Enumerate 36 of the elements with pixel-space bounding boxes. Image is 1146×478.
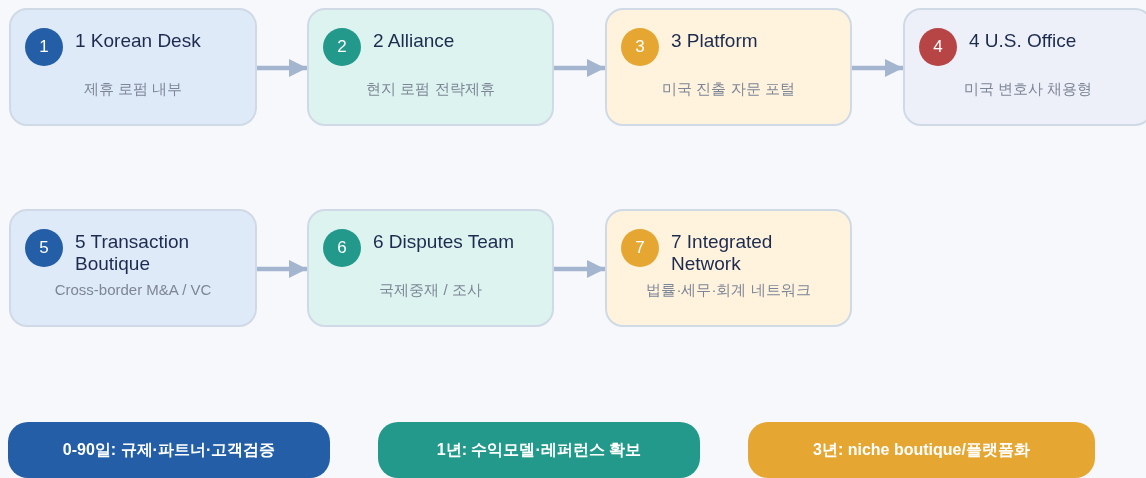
number-badge: 7 [621, 229, 659, 267]
step-card [307, 8, 554, 126]
step-card [307, 209, 554, 327]
card-subtitle: 제휴 로펌 내부 [82, 80, 184, 99]
step-card [605, 8, 852, 126]
step-card [9, 8, 257, 126]
card-title: 4 U.S. Office [969, 30, 1078, 52]
card-subtitle: Cross-border M&A / VC [53, 281, 213, 298]
number-badge: 6 [323, 229, 361, 267]
arrow [257, 260, 307, 278]
number-badge: 2 [323, 28, 361, 66]
number-badge: 4 [919, 28, 957, 66]
card-title: 2 Alliance [373, 30, 456, 52]
number-badge: 3 [621, 28, 659, 66]
step-card [9, 209, 257, 327]
arrow [852, 59, 903, 77]
arrow [554, 59, 605, 77]
milestone-pill: 0-90일: 규제·파트너·고객검증 [8, 422, 330, 478]
card-subtitle: 법률·세무·회계 네트워크 [645, 281, 812, 300]
arrow [257, 59, 307, 77]
step-card [903, 8, 1146, 126]
milestone-pill: 1년: 수익모델·레퍼런스 확보 [378, 422, 700, 478]
step-card [605, 209, 852, 327]
card-title: 1 Korean Desk [75, 30, 202, 52]
card-title: 5 Transaction Boutique [75, 231, 191, 275]
card-subtitle: 미국 변호사 채용형 [962, 80, 1094, 99]
card-title: 6 Disputes Team [373, 231, 516, 253]
number-badge: 5 [25, 229, 63, 267]
arrow [554, 260, 605, 278]
milestone-pill: 3년: niche boutique/플랫폼화 [748, 422, 1095, 478]
card-subtitle: 미국 진출 자문 포털 [661, 80, 796, 99]
card-title: 7 Integrated Network [671, 231, 774, 275]
card-subtitle: 국제중재 / 조사 [378, 281, 483, 300]
card-title: 3 Platform [671, 30, 759, 52]
card-subtitle: 현지 로펌 전략제휴 [365, 80, 496, 99]
number-badge: 1 [25, 28, 63, 66]
